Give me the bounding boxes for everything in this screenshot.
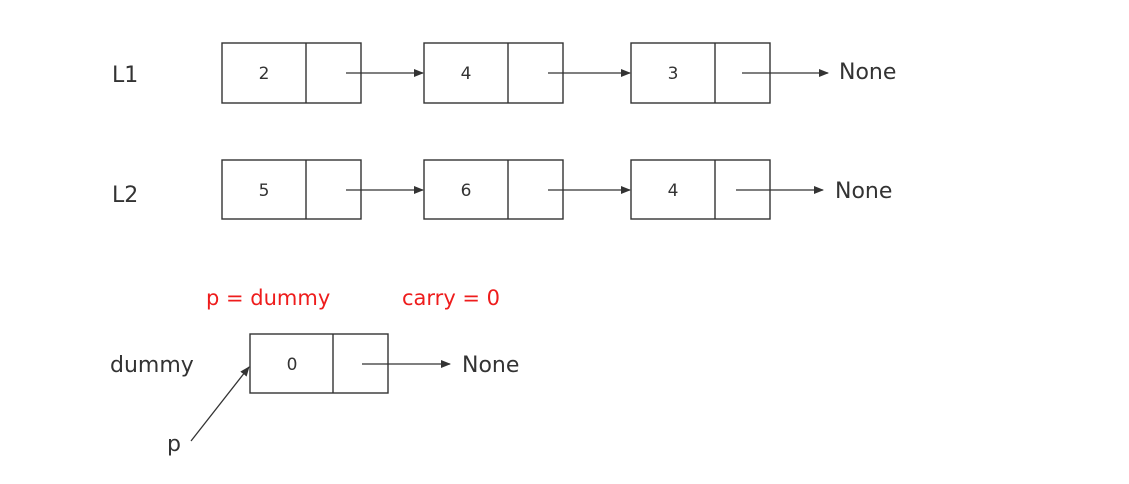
node-l2-2: 6 [423,159,564,220]
node-l2-3: 4 [630,159,771,220]
node-value: 2 [259,64,270,84]
none-terminal-l1: None [839,60,896,85]
dummy-label: dummy [110,353,194,378]
pointer-arrow-p [190,366,250,442]
pointer-label-p: p [167,432,181,457]
node-value: 6 [461,181,472,201]
annotation-carry: carry = 0 [402,286,500,310]
list-label-l2: L2 [112,183,138,208]
annotation-p-dummy: p = dummy [206,286,330,310]
node-l2-1: 5 [221,159,362,220]
node-value: 4 [668,181,679,201]
node-value: 4 [461,64,472,84]
node-value: 0 [287,355,298,375]
dummy-list: dummy 0 None p [110,333,519,457]
node-l1-2: 4 [423,42,564,104]
node-l1-1: 2 [221,42,362,104]
list-l2: L2 5 6 4 None [112,159,892,220]
node-value: 5 [259,181,270,201]
list-l1: L1 2 4 3 None [112,42,896,104]
node-value: 3 [668,64,679,84]
none-terminal-l2: None [835,179,892,204]
list-label-l1: L1 [112,63,138,88]
none-terminal-dummy: None [462,353,519,378]
